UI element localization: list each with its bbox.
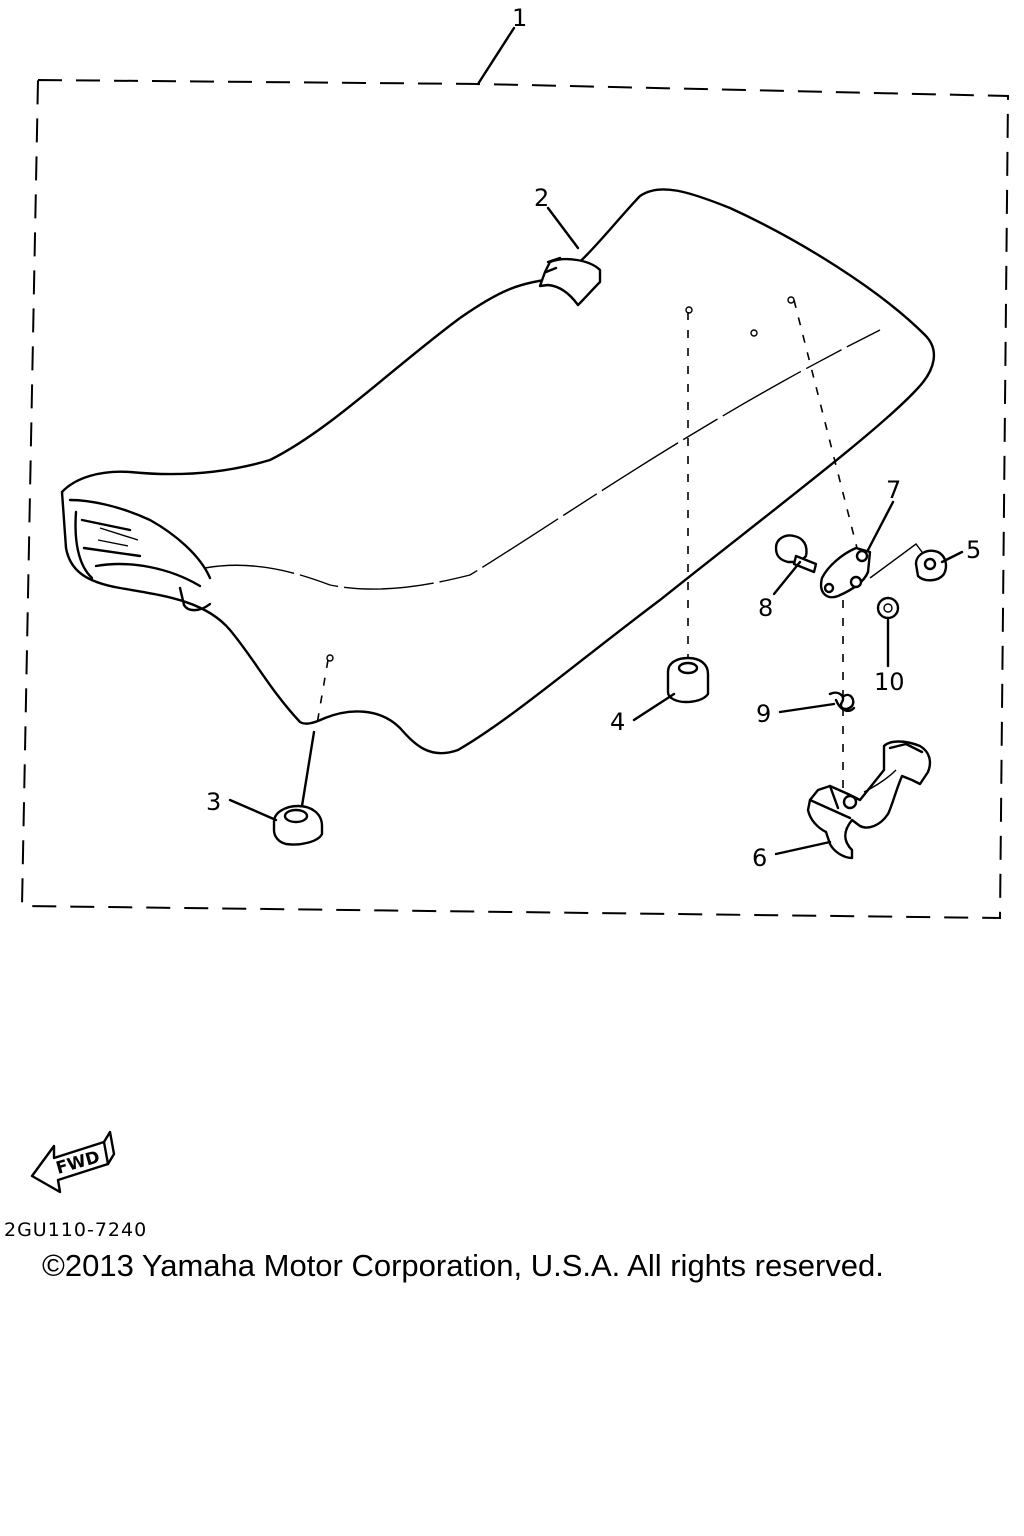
fwd-arrow-icon: FWD (30, 1130, 116, 1194)
callout-9: 9 (756, 700, 771, 728)
callout-6: 6 (752, 844, 767, 872)
part-9-spring (828, 691, 856, 712)
callout-2-leader (546, 206, 580, 250)
callout-5-leader (940, 550, 964, 564)
part-code: 2GU110-7240 (4, 1219, 147, 1241)
callout-10: 10 (874, 668, 905, 696)
assembly-line-3 (315, 659, 329, 731)
callout-8-leader (772, 560, 802, 596)
callout-4: 4 (610, 708, 625, 736)
callout-7: 7 (886, 476, 901, 504)
callout-3: 3 (206, 788, 221, 816)
part-3-damper (272, 730, 324, 846)
callout-8: 8 (758, 594, 773, 622)
part-6-lock-lever (806, 740, 932, 860)
seat (60, 188, 936, 755)
callout-7-leader (866, 500, 895, 552)
callout-6-leader (774, 840, 832, 856)
callout-5: 5 (966, 536, 981, 564)
callout-1: 1 (512, 4, 527, 32)
callout-2: 2 (534, 184, 549, 212)
part-8-bolt (774, 534, 818, 574)
copyright-notice: ©2013 Yamaha Motor Corporation, U.S.A. A… (42, 1248, 884, 1283)
part-10-washer (876, 596, 900, 620)
part-4-damper (666, 656, 710, 704)
assembly-line-7 (793, 299, 859, 553)
part-5-nut (914, 549, 948, 582)
callout-3-leader (228, 798, 278, 822)
assembly-boundary (20, 78, 1010, 920)
callout-9-leader (778, 702, 836, 714)
callout-1-leader (476, 26, 516, 86)
callout-4-leader (632, 692, 676, 722)
part-7-bracket (819, 546, 872, 599)
